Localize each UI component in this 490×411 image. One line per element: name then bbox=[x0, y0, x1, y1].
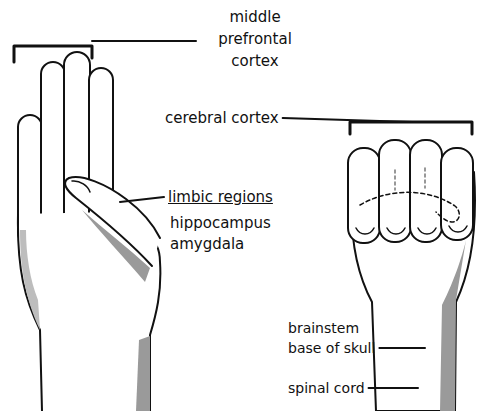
curled-finger bbox=[410, 140, 442, 242]
curled-finger bbox=[348, 148, 380, 243]
thumb bbox=[65, 177, 160, 266]
fingernail bbox=[356, 228, 374, 234]
thumbnail bbox=[72, 181, 90, 192]
part-label: hippocampus bbox=[170, 212, 271, 234]
hidden-thumb bbox=[360, 192, 459, 222]
leader-line bbox=[379, 347, 425, 349]
part-label: amygdala bbox=[170, 233, 244, 255]
hand-outline bbox=[18, 215, 42, 411]
fingernail bbox=[387, 228, 405, 234]
curled-finger bbox=[379, 140, 411, 242]
bracket bbox=[350, 122, 472, 134]
shadow bbox=[136, 336, 150, 411]
region-label: limbic regions bbox=[168, 186, 273, 208]
bracket bbox=[14, 46, 92, 62]
fingernail bbox=[418, 228, 436, 234]
shadow bbox=[440, 240, 466, 411]
leader-line bbox=[120, 197, 164, 202]
part-label: base of skull bbox=[288, 338, 375, 358]
leader-line bbox=[369, 387, 418, 389]
shadow bbox=[20, 230, 40, 330]
curled-finger bbox=[441, 148, 473, 240]
region-label: middle prefrontal cortex bbox=[200, 6, 310, 72]
hidden-detail bbox=[395, 168, 425, 190]
part-label: brainstem bbox=[288, 318, 359, 338]
region-label: cerebral cortex bbox=[165, 107, 279, 129]
part-label: spinal cord bbox=[288, 378, 365, 398]
leader-line bbox=[283, 118, 412, 122]
leader-line bbox=[92, 40, 196, 42]
fingernail bbox=[449, 226, 467, 232]
